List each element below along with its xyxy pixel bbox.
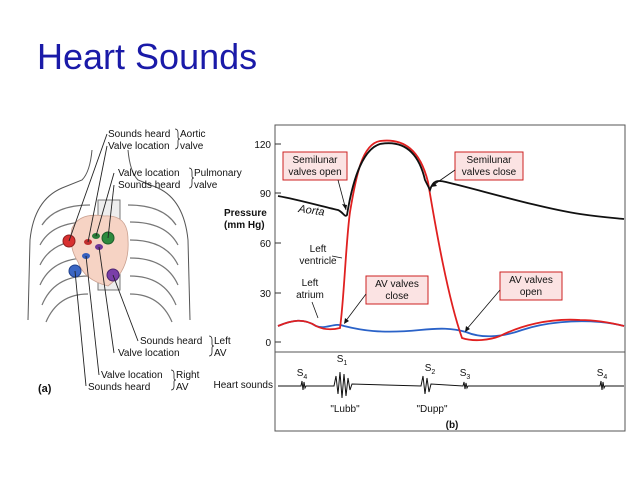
- svg-text:open: open: [520, 287, 542, 298]
- svg-text:valves open: valves open: [288, 167, 341, 178]
- aorta-pressure-curve: [277, 142, 625, 220]
- pulmonary-valve-location: Valve location: [118, 168, 180, 179]
- left-atrium-label-2: atrium: [296, 290, 324, 301]
- ytick-30: 30: [260, 289, 272, 300]
- ytick-0: 0: [265, 338, 271, 349]
- callout-semilunar-close: Semilunar valves close: [431, 151, 524, 187]
- left-av-labels: Sounds heard Valve location Left AV: [118, 335, 231, 359]
- s4-second-label: S4: [597, 368, 608, 381]
- chest-illustration: [27, 133, 191, 387]
- s2-label: S2: [425, 363, 436, 376]
- heart-sounds-label: Heart sounds: [214, 380, 273, 391]
- y-axis-label-2: (mm Hg): [224, 220, 265, 231]
- y-axis: [275, 143, 281, 343]
- svg-text:Semilunar: Semilunar: [292, 155, 338, 166]
- panel-a-label: (a): [38, 383, 52, 395]
- left-ventricle-label-2: ventricle: [299, 256, 337, 267]
- svg-text:valves close: valves close: [462, 167, 517, 178]
- ytick-120: 120: [254, 140, 271, 151]
- heart-sounds-trace: [278, 371, 624, 399]
- left-av-name2: AV: [214, 348, 227, 359]
- pulmonary-name: Pulmonary: [194, 168, 242, 179]
- callout-av-close: AV valves close: [344, 275, 429, 324]
- aortic-valve-location: Valve location: [108, 141, 170, 152]
- right-av-labels: Valve location Sounds heard Right AV: [88, 369, 200, 393]
- right-av-name: Right: [176, 370, 200, 381]
- s1-label: S1: [337, 354, 348, 367]
- right-av-sounds-heard: Sounds heard: [88, 382, 150, 393]
- svg-text:AV valves: AV valves: [509, 275, 553, 286]
- left-atrium-label-1: Left: [302, 278, 319, 289]
- aortic-name: Aortic: [180, 129, 206, 140]
- ytick-60: 60: [260, 239, 272, 250]
- aortic-name2: valve: [180, 141, 204, 152]
- lubb-label: "Lubb": [330, 404, 360, 415]
- slide-title: Heart Sounds: [37, 36, 258, 77]
- aortic-labels: Sounds heard Valve location Aortic valve: [108, 128, 206, 152]
- aorta-label: Aorta: [297, 203, 326, 219]
- s4-first-label: S4: [297, 368, 308, 381]
- right-av-name2: AV: [176, 382, 189, 393]
- callout-semilunar-open: Semilunar valves open: [282, 151, 348, 211]
- ytick-90: 90: [260, 189, 272, 200]
- left-av-sounds-heard: Sounds heard: [140, 336, 202, 347]
- left-av-valve-location: Valve location: [118, 348, 180, 359]
- y-axis-label-1: Pressure: [224, 208, 267, 219]
- callout-av-open: AV valves open: [465, 271, 563, 332]
- pulmonary-sounds-heard: Sounds heard: [118, 180, 180, 191]
- dupp-label: "Dupp": [416, 404, 447, 415]
- svg-text:AV valves: AV valves: [375, 279, 419, 290]
- svg-text:Semilunar: Semilunar: [466, 155, 512, 166]
- aortic-sounds-heard: Sounds heard: [108, 129, 170, 140]
- left-ventricle-pressure-curve: [277, 139, 625, 342]
- svg-text:close: close: [385, 291, 409, 302]
- s3-label: S3: [460, 368, 471, 381]
- pulmonary-name2: valve: [194, 180, 218, 191]
- left-av-name: Left: [214, 336, 231, 347]
- left-ventricle-label-1: Left: [310, 244, 327, 255]
- pulmonary-labels: Valve location Sounds heard Pulmonary va…: [118, 167, 242, 191]
- panel-b-label: (b): [446, 420, 459, 431]
- right-av-valve-location: Valve location: [101, 370, 163, 381]
